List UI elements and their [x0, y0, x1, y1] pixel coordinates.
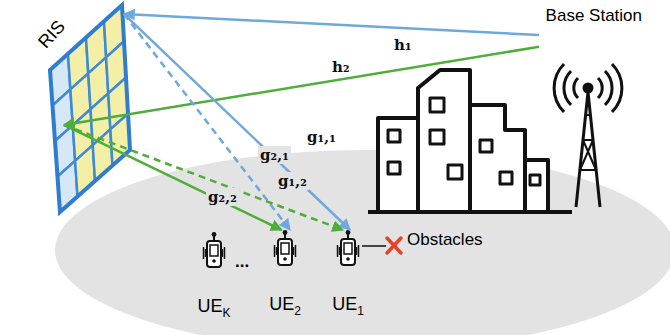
- city-buildings: [368, 70, 572, 212]
- building: [378, 118, 418, 210]
- ue-phone: [275, 230, 296, 265]
- node-label: UE1: [332, 294, 364, 318]
- building: [418, 70, 470, 210]
- channel-label: g₁,₂: [276, 172, 309, 190]
- building: [525, 160, 548, 210]
- channel-label: g₂,₁: [258, 146, 291, 164]
- ellipsis: ...: [234, 252, 250, 272]
- channel-label: h₁: [392, 36, 413, 54]
- user-equipment: UE2: [264, 230, 306, 320]
- windows: [388, 98, 540, 185]
- building: [470, 105, 525, 210]
- radio-waves: [554, 64, 578, 112]
- ue-phone: [338, 230, 359, 265]
- channel-arrow: [64, 125, 282, 230]
- channel-arrow: [124, 14, 350, 230]
- antenna-tower: [554, 64, 622, 207]
- illustration-part: [388, 130, 400, 142]
- subscript-text: 1: [357, 304, 364, 318]
- illustration-part: [387, 238, 401, 253]
- label-text: RIS: [34, 16, 69, 52]
- node-label: RIS: [34, 16, 70, 52]
- label-text: UE: [332, 294, 357, 314]
- label-text: UE: [269, 294, 294, 314]
- channel-label: g₂,₂: [206, 188, 239, 206]
- tower-braces: [580, 115, 596, 170]
- illustration-part: [387, 238, 401, 253]
- channel-label: g₁,₁: [305, 128, 338, 146]
- illustration-part: [448, 165, 462, 179]
- base-station: Base Station: [539, 4, 646, 186]
- radio-waves: [598, 64, 622, 112]
- channel-arrow: [124, 14, 290, 230]
- illustration-part: [430, 98, 444, 112]
- illustration-part: [500, 172, 512, 184]
- illustration-part: [388, 162, 400, 174]
- label-text: UE: [197, 296, 222, 316]
- subscript-text: 2: [294, 304, 301, 318]
- channel-arrow: [124, 14, 539, 35]
- channel-arrow: [64, 47, 539, 125]
- channel-arrow: [64, 125, 343, 230]
- label-text: Base Station: [546, 6, 642, 25]
- illustration-part: [530, 175, 540, 185]
- obstacle-label: Obstacles: [406, 230, 484, 250]
- ue-phone: [204, 232, 225, 267]
- blocked-path: [362, 245, 386, 247]
- node-label: UEK: [197, 296, 230, 320]
- illustration-part: [430, 130, 444, 144]
- subscript-text: K: [223, 306, 231, 320]
- ris-panel: RIS: [30, 2, 136, 214]
- user-equipment: UE1: [327, 230, 369, 320]
- node-label: Base Station: [546, 6, 642, 26]
- node-label: UE2: [269, 294, 301, 318]
- tower-legs: [576, 92, 600, 207]
- ground-line: [368, 210, 572, 214]
- obstacle-cross: [387, 238, 401, 253]
- illustration-part: [480, 140, 492, 152]
- user-equipment: UEK: [192, 232, 236, 322]
- channel-label: h₂: [330, 58, 351, 76]
- antenna-tip: [584, 84, 592, 92]
